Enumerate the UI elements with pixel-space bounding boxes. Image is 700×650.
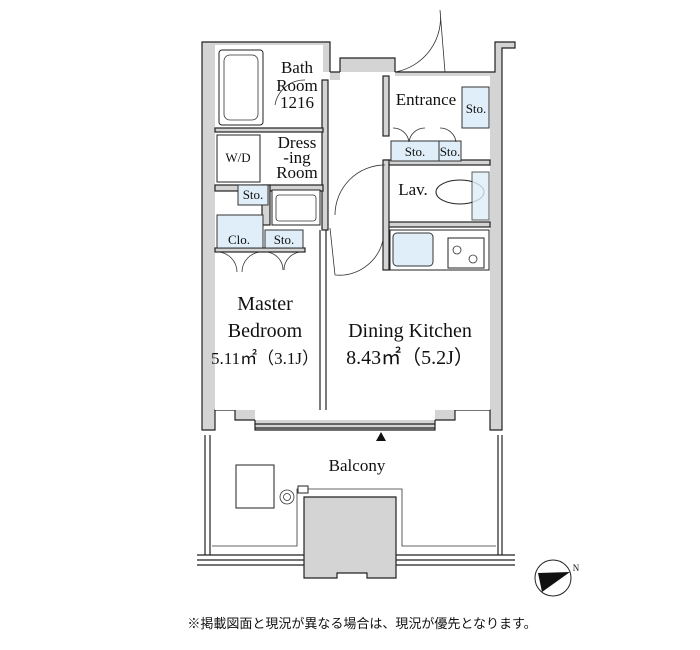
- compass-north-label: N: [573, 563, 580, 573]
- dressing-label: Dress: [278, 133, 317, 152]
- storage-unit: [235, 464, 275, 509]
- storage-label: Sto.: [274, 232, 295, 247]
- balcony-label: Balcony: [329, 456, 386, 475]
- master-bedroom-label: Bedroom: [228, 320, 303, 342]
- dressing-label: Room: [276, 163, 318, 182]
- storage-box: [438, 140, 462, 162]
- bathtub: [218, 49, 264, 126]
- entry-arrow-icon: [376, 432, 386, 441]
- dining-kitchen-label: Dining Kitchen: [348, 320, 472, 342]
- vanity: [271, 189, 321, 226]
- storage-label: Sto.: [440, 144, 461, 159]
- storage-box: [461, 86, 490, 129]
- disclaimer-note: ※掲載図面と現況が異なる場合は、現況が優先となります。: [187, 616, 536, 632]
- bath-label: 1216: [280, 93, 314, 112]
- storage-box: [237, 184, 269, 206]
- storage-label: Sto.: [466, 101, 487, 116]
- entrance-door: [394, 9, 446, 73]
- compass-icon: N: [534, 559, 580, 597]
- washer-space: [216, 134, 261, 183]
- dressing-label: -ing: [283, 148, 311, 167]
- storage-box: [264, 229, 304, 249]
- washer-label: W/D: [225, 150, 250, 165]
- stove: [447, 237, 485, 269]
- balcony-area: [197, 432, 515, 579]
- master-bedroom-area: 5.11㎡（3.1J）: [211, 349, 319, 368]
- closet-label: Clo.: [228, 232, 250, 247]
- lav-label: Lav.: [398, 180, 428, 199]
- master-bedroom-label: Master: [237, 293, 293, 315]
- kitchen-sink: [392, 232, 434, 267]
- bath-label: Room: [276, 76, 318, 95]
- bath-label: Bath: [281, 58, 314, 77]
- closet-box: [216, 214, 264, 249]
- storage-label: Sto.: [405, 144, 426, 159]
- dining-kitchen-area: 8.43㎡（5.2J）: [346, 345, 474, 369]
- outdoor-unit: [303, 496, 397, 579]
- storage-label: Sto.: [243, 187, 264, 202]
- entrance-label: Entrance: [396, 90, 456, 109]
